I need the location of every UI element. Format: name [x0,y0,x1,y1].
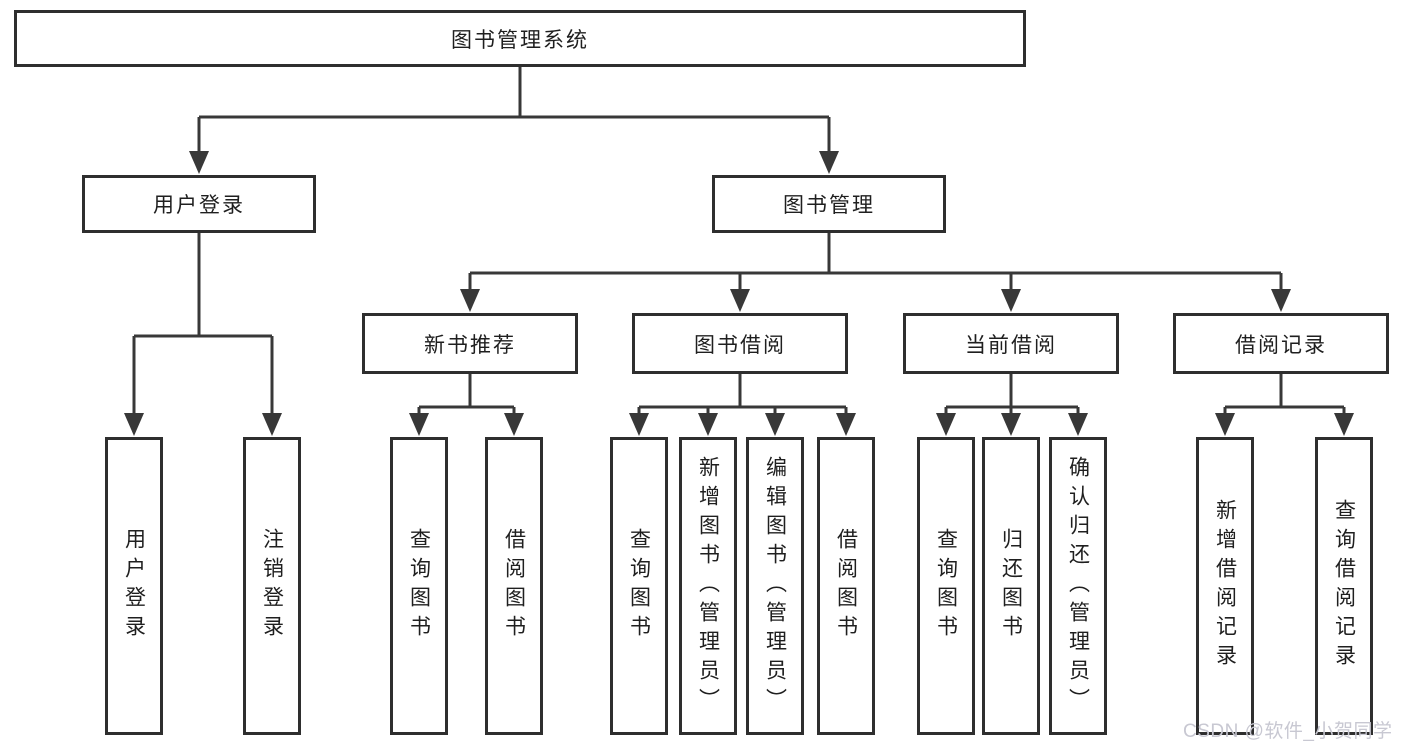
leaf-user-login-label: 用户登录 [122,528,146,644]
node-book-management-label: 图书管理 [783,194,875,217]
leaf-logout: 注销登录 [243,437,301,735]
leaf-query-books-current-label: 查询图书 [934,528,958,644]
leaf-return-books-label: 归还图书 [999,528,1023,644]
leaf-borrow-books-recommend: 借阅图书 [485,437,543,735]
node-borrowing-records-label: 借阅记录 [1235,333,1327,357]
leaf-add-borrow-record: 新增借阅记录 [1196,437,1254,735]
leaf-borrow-books: 借阅图书 [817,437,875,735]
leaf-edit-book-admin: 编辑图书（管理员） [746,437,804,735]
node-new-book-recommend: 新书推荐 [362,313,578,374]
leaf-edit-book-admin-label: 编辑图书（管理员） [763,455,787,717]
leaf-query-borrow-record-label: 查询借阅记录 [1332,499,1356,673]
leaf-add-borrow-record-label: 新增借阅记录 [1213,499,1237,673]
leaf-borrow-books-recommend-label: 借阅图书 [502,528,526,644]
node-book-borrowing-label: 图书借阅 [694,333,786,357]
leaf-query-books-borrowing: 查询图书 [610,437,668,735]
leaf-user-login: 用户登录 [105,437,163,735]
node-user-login: 用户登录 [82,175,316,233]
leaf-add-book-admin: 新增图书（管理员） [679,437,737,735]
leaf-confirm-return-admin: 确认归还（管理员） [1049,437,1107,735]
node-user-login-label: 用户登录 [153,194,245,217]
leaf-return-books: 归还图书 [982,437,1040,735]
leaf-query-books-borrowing-label: 查询图书 [627,528,651,644]
leaf-query-books-recommend: 查询图书 [390,437,448,735]
leaf-confirm-return-admin-label: 确认归还（管理员） [1066,455,1090,717]
node-root-label: 图书管理系统 [451,28,589,52]
leaf-query-books-current: 查询图书 [917,437,975,735]
leaf-add-book-admin-label: 新增图书（管理员） [696,455,720,717]
node-borrowing-records: 借阅记录 [1173,313,1389,374]
leaf-logout-label: 注销登录 [260,528,284,644]
watermark-text: CSDN @软件_小贺同学 [1183,721,1393,742]
arrowheads [124,151,1354,436]
node-current-borrowing-label: 当前借阅 [965,333,1057,357]
node-root: 图书管理系统 [14,10,1026,67]
node-book-borrowing: 图书借阅 [632,313,848,374]
leaf-query-books-recommend-label: 查询图书 [407,528,431,644]
node-book-management: 图书管理 [712,175,946,233]
node-new-book-recommend-label: 新书推荐 [424,333,516,357]
leaf-query-borrow-record: 查询借阅记录 [1315,437,1373,735]
node-current-borrowing: 当前借阅 [903,313,1119,374]
leaf-borrow-books-label: 借阅图书 [834,528,858,644]
